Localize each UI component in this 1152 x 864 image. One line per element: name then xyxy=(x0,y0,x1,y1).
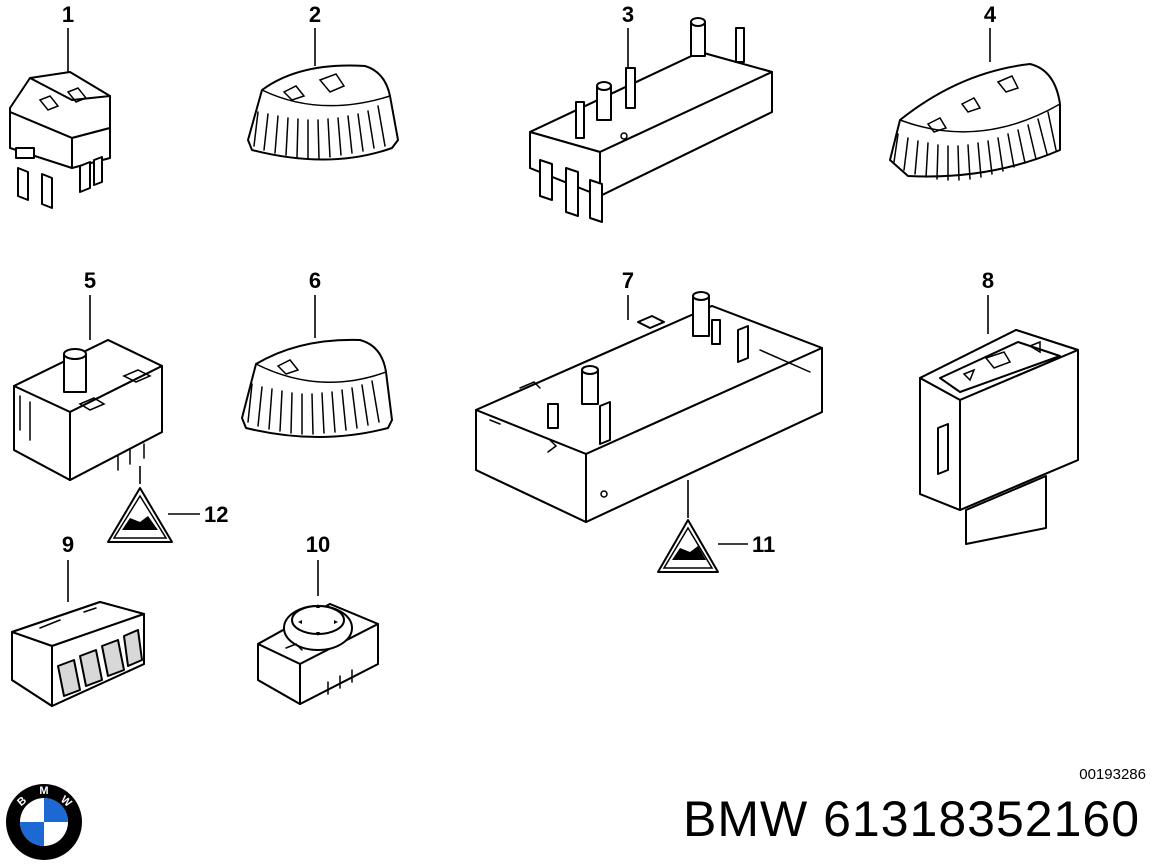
part-9-memory-switch: 9 xyxy=(11,532,145,707)
part-label-7: 7 xyxy=(622,268,634,293)
part-label-10: 10 xyxy=(306,532,330,557)
part-label-2: 2 xyxy=(309,2,321,27)
part-1-switch: 1 xyxy=(9,2,111,209)
part-6-knob: 6 xyxy=(241,268,393,438)
part-label-3: 3 xyxy=(622,2,634,27)
bmw-logo-icon: B M W xyxy=(6,784,82,860)
part-7-control-unit: 7 xyxy=(475,268,823,523)
part-label-5: 5 xyxy=(84,268,96,293)
part-label-9: 9 xyxy=(62,532,74,557)
part-11-warning-label: 11 xyxy=(657,519,775,573)
part-label-1: 1 xyxy=(62,2,74,27)
part-label-4: 4 xyxy=(984,2,997,27)
part-3-module: 3 xyxy=(529,2,773,223)
part-5-actuator: 5 xyxy=(13,268,163,484)
part-8-switch: 8 xyxy=(919,268,1079,545)
part-10-joystick: 10 xyxy=(257,532,379,705)
part-12-warning-label: 12 xyxy=(107,487,228,543)
logo-letter-m: M xyxy=(39,785,48,797)
part-label-6: 6 xyxy=(309,268,321,293)
catalog-number: 00193286 xyxy=(1079,766,1146,783)
part-4-knob: 4 xyxy=(889,2,1061,181)
part-title: BMW 61318352160 xyxy=(683,791,1140,847)
part-2-knob: 2 xyxy=(247,2,399,161)
part-label-11: 11 xyxy=(752,532,775,557)
part-label-8: 8 xyxy=(982,268,994,293)
part-label-12: 12 xyxy=(204,502,228,527)
